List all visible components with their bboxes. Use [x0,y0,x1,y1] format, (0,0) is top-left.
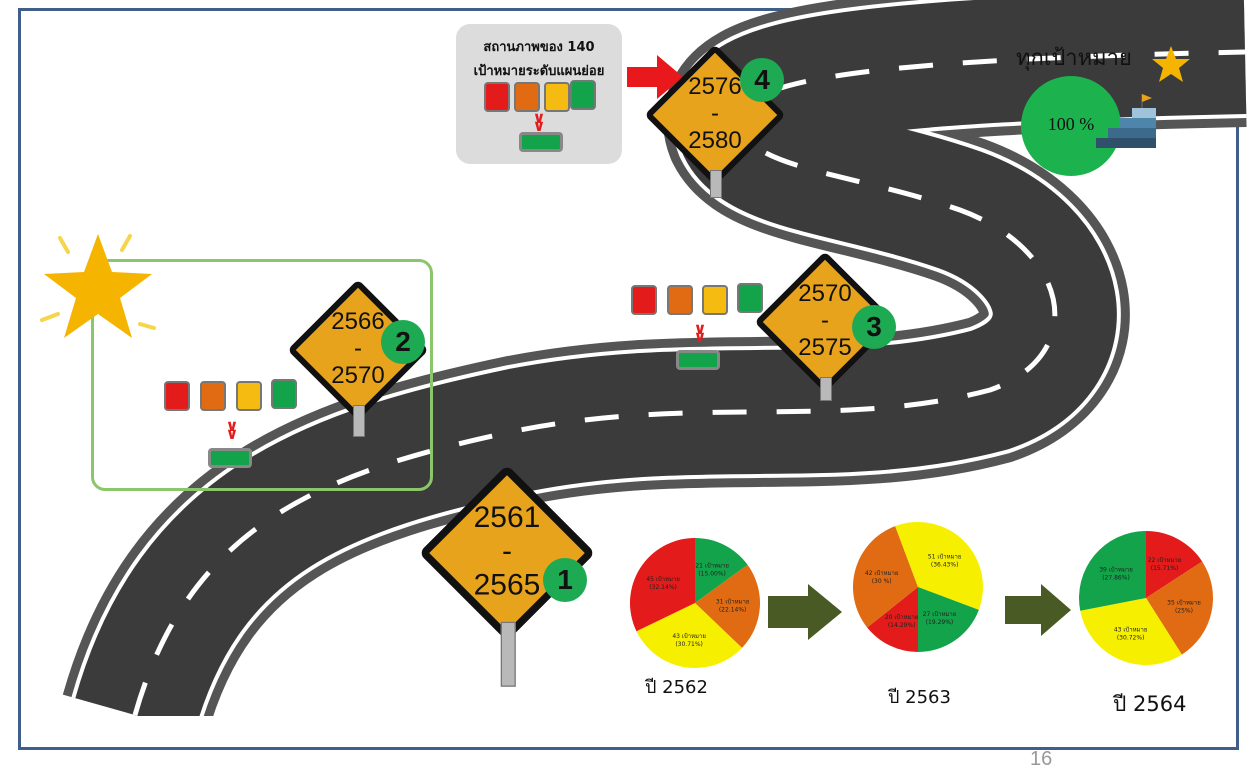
m2-yellow-square [236,381,262,411]
milestone-badge-2: 2 [381,320,425,364]
pie-slice [853,526,918,628]
status-yellow-square [544,82,570,112]
milestone-badge-1: 1 [543,558,587,602]
milestone-2-separator: - [354,335,362,362]
pie-slice-label: 43 เป้าหมาย(30.72%) [1114,627,1148,642]
m3-result-green-bar [676,350,720,370]
arrow-right-icon [1005,584,1071,636]
goal-percent: 100 % [1047,114,1095,134]
chevron-down-icon: ∨∨ [532,108,546,135]
goal-title: ทุกเป้าหมาย [1016,46,1132,71]
pie-year-label-2562: ปี 2562 [645,677,708,698]
pie-year-label-2563: ปี 2563 [888,687,951,708]
m3-green-square [737,283,763,313]
pie-slice [867,587,918,652]
milestone-2-end: 2570 [331,362,385,389]
star-burst-icon [40,234,156,338]
milestone-3-end: 2575 [798,334,852,361]
milestone-4-separator: - [711,100,719,127]
status-red-square [484,82,510,112]
pie-slice [1146,531,1203,598]
status-summary-box: สถานภาพของ 140 เป้าหมายระดับแผนย่อย ∨∨ [456,24,622,164]
milestone-badge-3: 3 [852,305,896,349]
status-title-line-2: เป้าหมายระดับแผนย่อย [473,64,605,79]
milestone-4-end: 2580 [688,127,742,154]
m3-yellow-square [702,285,728,315]
stairs-success-icon [1096,94,1156,148]
pie-slice-label: 20 เป้าหมาย(14.29%) [885,614,919,629]
milestone-sign-3: 2570-2575 [754,251,896,401]
pie-slice [1079,531,1146,611]
pie-slice [695,538,748,603]
pie-slice [1146,561,1213,655]
pie-year-label-2564: ปี 2564 [1113,692,1187,716]
m3-red-square [631,285,657,315]
milestone-sign-4: 2576-2580 [644,44,786,198]
pie-slice-label: 45 เป้าหมาย(32.14%) [646,576,680,591]
milestone-sign-1: 2561-2565 [418,464,596,687]
pie-slice-label: 31 เป้าหมาย(22.14%) [716,599,750,614]
milestone-sign-2: 2566-2570 [287,279,429,437]
pie-slice [1080,598,1182,665]
pie-slice [636,603,742,668]
milestone-3-separator: - [821,307,829,334]
m2-red-square [164,381,190,411]
pie-slice-label: 42 เป้าหมาย(30 %) [865,570,899,585]
status-green-square [570,80,596,110]
milestone-4-start: 2576 [688,73,742,100]
pie-slice-label: 21 เป้าหมาย(15.00%) [695,562,729,577]
m2-green-square [271,379,297,409]
milestone-1-end: 2565 [473,568,541,602]
status-orange-square [514,82,540,112]
chevron-down-icon: ∨∨ [225,416,239,443]
pie-slice-label: 51 เป้าหมาย(36.43%) [928,553,962,568]
arrow-right-icon [768,584,842,640]
milestone-1-start: 2561 [473,500,541,535]
result-green-bar [519,132,563,152]
milestone-1-separator: - [502,534,512,568]
pie-slice-label: 27 เป้าหมาย(19.29%) [923,611,957,626]
milestone-badge-4: 4 [740,58,784,102]
pie-slice-label: 35 เป้าหมาย(25%) [1167,599,1201,614]
goal-circle [1021,76,1121,176]
chevron-down-icon: ∨∨ [693,319,707,346]
milestone-2-start: 2566 [331,308,385,335]
pie-slice [630,538,695,632]
m2-orange-square [200,381,226,411]
pie-slice [918,587,979,652]
page-number: 16 [1030,748,1053,770]
pie-chart-2562: 21 เป้าหมาย(15.00%) 31 เป้าหมาย(22.14%) 43… [630,538,760,668]
m3-orange-square [667,285,693,315]
pie-slice [895,522,983,610]
m2-result-green-bar [208,448,252,468]
star-icon [1152,46,1190,82]
milestone-3-start: 2570 [798,280,852,307]
pie-slice [695,564,760,648]
status-title-line-1: สถานภาพของ 140 [483,40,595,55]
pie-slice-label: 43 เป้าหมาย(30.71%) [672,633,706,648]
pie-slice-label: 22 เป้าหมาย(15.71%) [1148,557,1182,572]
pie-chart-2564: 22 เป้าหมาย(15.71%) 35 เป้าหมาย(25%) 43 เป… [1079,531,1213,665]
arrow-right-icon [627,55,683,99]
milestone-2-highlight-box [91,259,433,491]
pie-chart-2563: 20 เป้าหมาย(14.29%) 42 เป้าหมาย(30 %) 51 เ… [853,522,983,652]
pie-slice-label: 39 เป้าหมาย(27.86%) [1099,566,1133,581]
